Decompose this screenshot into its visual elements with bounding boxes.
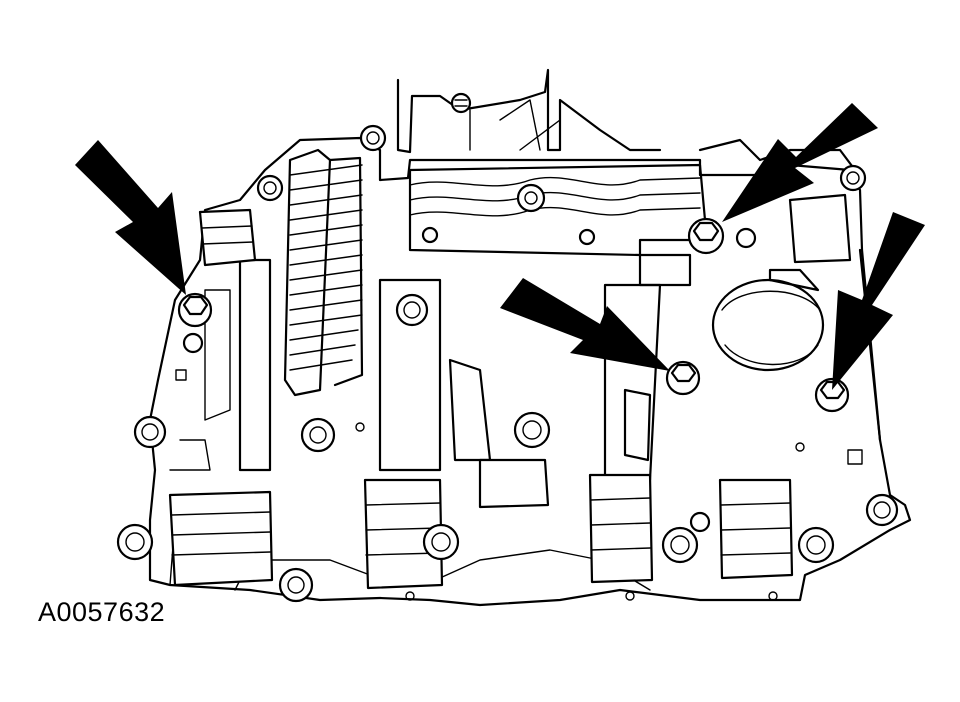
bolt-icon-top-right — [687, 217, 725, 255]
spool-bodies — [168, 208, 794, 590]
bolt-icon-right — [814, 377, 850, 413]
accumulator-cylinder — [711, 193, 852, 372]
bolt-icon-left — [177, 292, 213, 328]
arrow-pointer-icon-center — [500, 278, 670, 371]
ridged-cover — [408, 163, 707, 287]
bolt-icon-upper-small — [450, 92, 472, 114]
arrow-pointer-icon-right — [832, 212, 925, 390]
mounting-holes — [116, 124, 899, 603]
bolt-icon-center — [665, 360, 701, 396]
arrow-pointer-icon-left — [75, 140, 186, 295]
spring-assembly — [283, 148, 364, 397]
reference-id-label: A0057632 — [38, 597, 166, 627]
arrow-pointer-icon-top-right — [722, 103, 878, 222]
